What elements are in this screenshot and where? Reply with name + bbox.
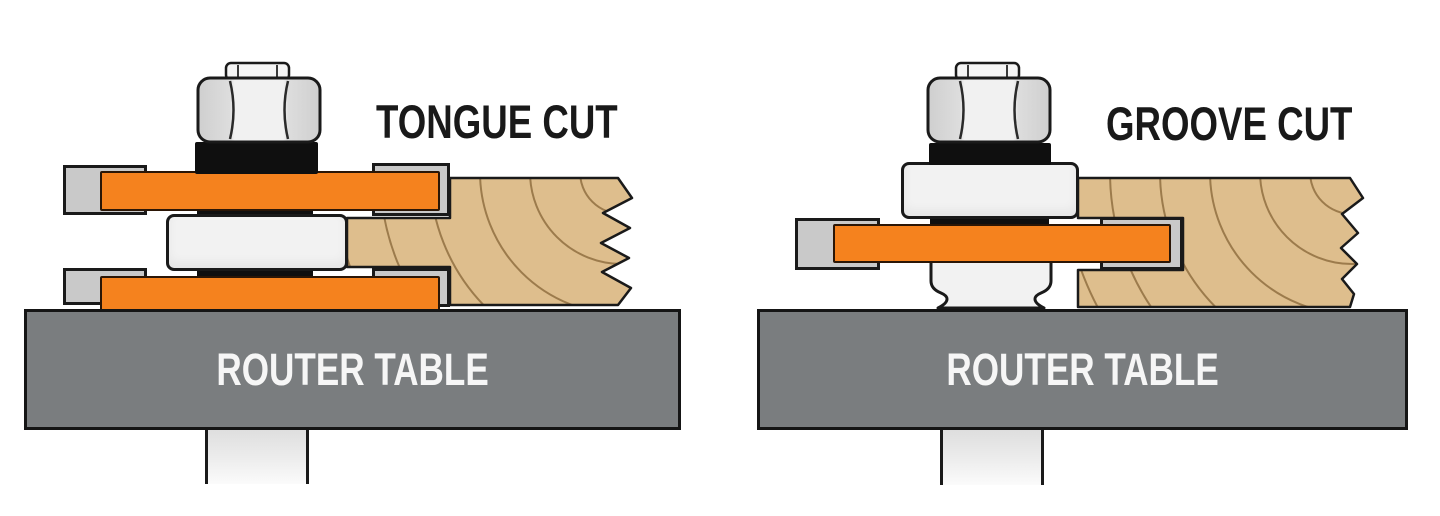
groove-cutter [833,224,1171,263]
spindle-shaft [940,430,1044,485]
hex-nut [926,76,1052,144]
wood-board-outline [1076,176,1365,309]
arbor-collar [929,258,1053,310]
router-table-label: ROUTER TABLE [216,344,489,395]
wood-board [1078,178,1363,307]
spacer-bushing [901,162,1079,219]
lock-washer [195,142,318,174]
hex-nut-assembly [196,61,322,144]
bearing [166,214,348,271]
wood-board [347,178,632,305]
workpiece-wood [1076,176,1365,309]
router-table-label: ROUTER TABLE [946,344,1219,395]
hex-nut-assembly [926,61,1052,144]
router-table: ROUTER TABLE [24,309,681,430]
arbor-flange [929,258,1053,310]
lock-washer [929,143,1051,165]
spindle-shaft [205,429,309,484]
hex-nut [196,76,322,144]
diagram-title-tongue-cut: TONGUE CUT [376,95,618,148]
diagram-title-groove-cut: GROOVE CUT [1106,97,1353,150]
router-table: ROUTER TABLE [757,309,1408,430]
